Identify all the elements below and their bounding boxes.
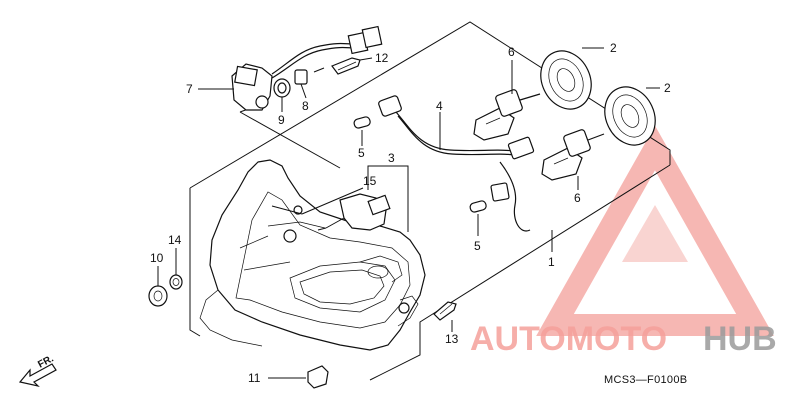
label-9: 9 xyxy=(278,113,285,127)
watermark-text-secondary: HUB xyxy=(703,320,777,358)
position-bulb-upper xyxy=(353,116,371,146)
label-15: 15 xyxy=(363,174,377,188)
label-12: 12 xyxy=(375,51,389,65)
label-4: 4 xyxy=(436,99,443,113)
position-bulb-lower xyxy=(469,200,487,236)
bolt-12 xyxy=(313,57,373,75)
leaders-15 xyxy=(271,187,364,215)
label-2-lower: 2 xyxy=(664,81,671,95)
label-7: 7 xyxy=(186,82,193,96)
position-light-socket xyxy=(317,193,391,231)
headlight-bulb-upper xyxy=(473,60,541,141)
watermark-text-primary: AUTOMOTO xyxy=(470,320,667,358)
grommet xyxy=(273,78,291,112)
label-11: 11 xyxy=(248,371,261,385)
label-14: 14 xyxy=(168,233,182,247)
label-2-upper: 2 xyxy=(610,41,617,55)
label-13: 13 xyxy=(445,332,459,346)
label-5-lower: 5 xyxy=(474,239,481,253)
watermark-wordmark: AUTOMOTO HUB xyxy=(470,320,777,358)
front-direction-arrow xyxy=(18,363,57,388)
watermark-logo xyxy=(536,125,774,336)
headlight-bulb-lower xyxy=(541,129,605,190)
figure-code: MCS3—F0100B xyxy=(604,374,687,386)
label-6-lower: 6 xyxy=(574,191,581,205)
label-3: 3 xyxy=(388,151,395,165)
label-5-upper: 5 xyxy=(358,146,365,160)
collar-14 xyxy=(169,248,183,290)
bolt-13 xyxy=(433,301,457,332)
screw-8 xyxy=(294,69,308,99)
clip-11 xyxy=(268,365,329,389)
label-8: 8 xyxy=(302,99,309,113)
sub-harness xyxy=(378,95,535,232)
label-10: 10 xyxy=(150,251,164,265)
label-1: 1 xyxy=(548,255,555,269)
wiring-connector-assembly xyxy=(231,25,383,111)
dust-cover-lower xyxy=(604,86,660,146)
dust-cover-upper xyxy=(540,47,604,110)
label-6-upper: 6 xyxy=(508,45,515,59)
leaders-3 xyxy=(367,165,409,232)
part-labels: 1 2 2 3 4 5 5 6 6 7 8 9 10 11 12 13 14 1… xyxy=(150,41,671,385)
rubber-grommet-10 xyxy=(148,266,168,307)
headlight-housing xyxy=(199,159,426,351)
